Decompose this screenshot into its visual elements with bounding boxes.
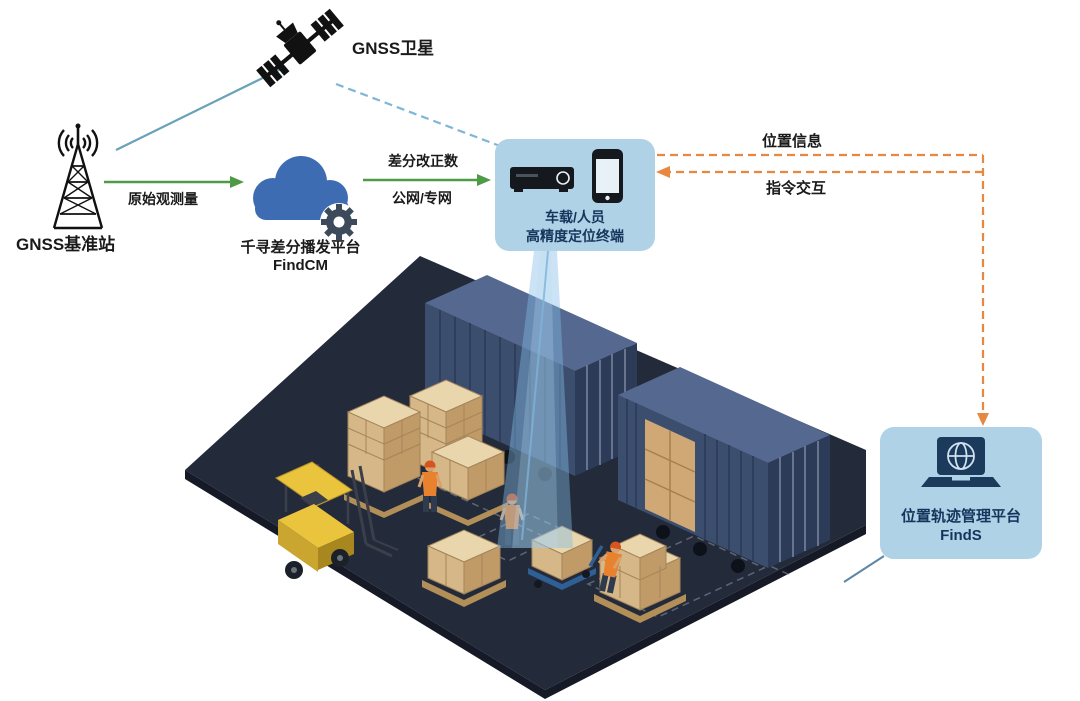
- diff-correction-arrow: [363, 174, 491, 186]
- raw-observation-arrow: [104, 176, 244, 188]
- platform-card: 位置轨迹管理平台 FindS: [880, 427, 1042, 559]
- satellite-icon: [256, 8, 344, 88]
- worker-2: [499, 493, 525, 545]
- smartphone-icon: [592, 149, 623, 203]
- platform-label-name: 位置轨迹管理平台: [900, 508, 1021, 525]
- network-label: 公网/专网: [392, 190, 452, 206]
- position-info-arrow: [657, 153, 989, 426]
- command-interaction-label: 指令交互: [766, 180, 827, 197]
- diff-correction-label: 差分改正数: [388, 153, 458, 169]
- cloud-icon: [253, 156, 358, 241]
- terminal-label-line2: 高精度定位终端: [526, 228, 624, 244]
- base-station-label: GNSS基准站: [16, 235, 116, 254]
- satellite-label: GNSS卫星: [352, 39, 435, 58]
- vehicle-terminal-icon: [510, 167, 574, 192]
- base-station-icon: [52, 123, 104, 230]
- finds-callout-line: [843, 555, 885, 583]
- warehouse-scene: [185, 250, 885, 699]
- laptop-globe-icon: [921, 437, 1001, 487]
- platform-label-product: FindS: [940, 527, 982, 544]
- terminal-label-line1: 车载/人员: [545, 209, 605, 225]
- worker-1: [417, 460, 443, 512]
- pallet-jack: [528, 525, 604, 590]
- terminal-card: 车载/人员 高精度定位终端: [495, 139, 655, 251]
- position-info-label: 位置信息: [762, 133, 823, 150]
- gear-icon: [320, 203, 358, 241]
- pallet-a: [422, 529, 506, 607]
- warehouse-floor: [185, 256, 866, 690]
- forklift: [274, 461, 399, 579]
- cloud-platform-product: FindCM: [273, 257, 328, 274]
- pallet-stacks: [344, 379, 508, 526]
- worker-3: [597, 541, 623, 594]
- satellite-to-terminal-link: [335, 82, 501, 148]
- satellite-to-base-link: [115, 67, 284, 151]
- container-right: [618, 367, 830, 573]
- cloud-platform-name: 千寻差分播发平台: [240, 239, 361, 256]
- positioning-beam: [497, 250, 573, 548]
- terminal-devices: [510, 149, 623, 203]
- raw-observation-label: 原始观测量: [128, 191, 198, 207]
- command-interaction-arrow: [656, 166, 983, 178]
